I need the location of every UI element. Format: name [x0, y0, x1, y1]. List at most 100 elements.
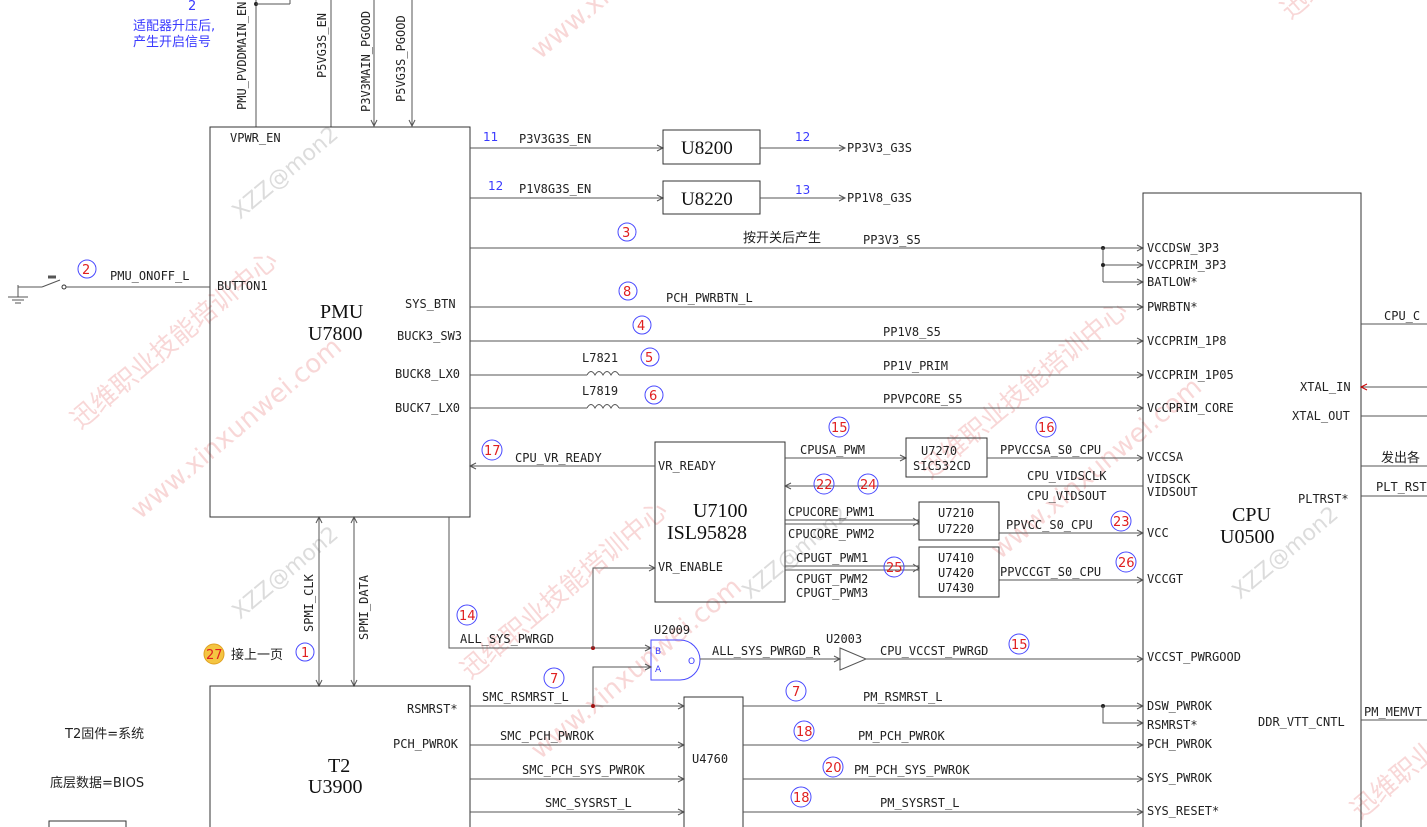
- net-cpu-vidsout: CPU_VIDSOUT: [1027, 489, 1106, 503]
- wire: [918, 546, 1000, 598]
- wire: [592, 666, 651, 706]
- note-bottom-data: 底层数据=BIOS: [50, 775, 144, 791]
- part-u8220: U8220: [681, 189, 733, 210]
- label: 18: [796, 725, 813, 740]
- note-issue-each: 发出各: [1381, 450, 1420, 466]
- wire: [618, 281, 638, 301]
- part-u2003: U2003: [826, 632, 862, 646]
- wire: [1102, 706, 1143, 724]
- wire: [456, 604, 478, 626]
- label: PCH_PWROK: [1147, 737, 1213, 751]
- label: 迅维职业技能培训中心: [1275, 0, 1427, 25]
- label: 24: [860, 478, 877, 493]
- net-cpucore-pwm1: CPUCORE_PWM1: [788, 505, 875, 519]
- pmu-u7800: VPWR_EN BUTTON1 SYS_BTN BUCK3_SW3 BUCK8_…: [209, 126, 471, 518]
- wire: [632, 315, 652, 335]
- wire: [662, 129, 761, 165]
- inductor-l7819: L7819: [582, 384, 618, 398]
- adapter-note-2: 产生开启信号: [133, 35, 211, 50]
- label: VR_ENABLE: [658, 560, 723, 574]
- wire: [1136, 244, 1145, 412]
- net-pm-memvtt: PM_MEMVT: [1364, 705, 1422, 719]
- wire: [61, 284, 67, 290]
- label: U7100: [693, 500, 747, 522]
- net-smc-pch-sys-pwrok: SMC_PCH_SYS_PWROK: [522, 763, 646, 777]
- wire: [912, 563, 920, 573]
- step-11: 11: [483, 130, 498, 144]
- net-ppvpcore-s5: PPVPCORE_S5: [883, 392, 962, 406]
- wire: [813, 473, 835, 495]
- note-t2-firmware: T2固件=系统: [64, 727, 144, 742]
- label: 5: [645, 351, 653, 366]
- label: VCCPRIM_1P05: [1147, 368, 1234, 382]
- power-button-switch[interactable]: [8, 275, 210, 304]
- net-pp1v-prim: PP1V_PRIM: [883, 359, 948, 373]
- wire: [838, 194, 847, 202]
- label: 8: [623, 285, 631, 300]
- label: BATLOW*: [1147, 275, 1198, 289]
- label: XTAL_OUT: [1292, 409, 1350, 423]
- net-plt-rst: PLT_RST: [1376, 480, 1427, 494]
- wire: [592, 567, 655, 648]
- label: SYS_RESET*: [1147, 804, 1219, 818]
- wire: [203, 643, 225, 665]
- step-12b: 12: [488, 179, 503, 193]
- wire: [48, 820, 127, 827]
- wire: [654, 441, 786, 603]
- label: VCCPRIM_3P3: [1147, 258, 1226, 272]
- wire: [209, 685, 471, 827]
- net-pm-sysrst: PM_SYSRST_L: [880, 796, 959, 810]
- wire: [1101, 263, 1105, 267]
- net-spmi-clk: SPMI_CLK: [302, 573, 316, 632]
- wire: [783, 482, 792, 490]
- wire: [481, 439, 503, 461]
- net-ppvcc-s0: PPVCC_S0_CPU: [1006, 518, 1093, 532]
- label: PCH_PWROK: [393, 737, 459, 751]
- label: BUCK8_LX0: [395, 367, 460, 381]
- net-all-sys-pwrgd-r: ALL_SYS_PWRGD_R: [712, 644, 821, 658]
- wire: [640, 347, 660, 367]
- net-cpugt-pwm1: CPUGT_PWM1: [796, 551, 868, 565]
- label: 26: [1118, 556, 1135, 571]
- label: XTAL_IN: [1300, 380, 1351, 394]
- label: VCCPRIM_CORE: [1147, 401, 1234, 415]
- label: RSMRST*: [407, 702, 458, 716]
- net-pmu-onoff: PMU_ONOFF_L: [110, 269, 189, 283]
- label: 25: [886, 561, 903, 576]
- label: 18: [793, 791, 810, 806]
- wire: [468, 462, 477, 470]
- net-cpu-vr-ready: CPU_VR_READY: [515, 451, 602, 465]
- wire: [408, 119, 416, 128]
- label: 16: [1038, 421, 1055, 436]
- wire: [644, 663, 653, 671]
- part-u7420: U7420: [938, 566, 974, 580]
- wire: [918, 501, 1000, 541]
- label: XZZ@mon2: [228, 522, 344, 625]
- wire: [912, 517, 920, 527]
- label: U3900: [308, 776, 362, 798]
- wire: [586, 371, 620, 377]
- part-u7410: U7410: [938, 551, 974, 565]
- wire: [77, 259, 97, 279]
- label: SYS_PWROK: [1147, 771, 1213, 785]
- wire: [591, 704, 595, 708]
- wire: [617, 222, 637, 242]
- net-cpu-vccst-pwrgd: CPU_VCCST_PWRGD: [880, 644, 988, 658]
- wire: [1136, 702, 1145, 816]
- net-pp3v3-g3s: PP3V3_G3S: [847, 141, 912, 155]
- part-u7270: U7270: [921, 444, 957, 458]
- label: 1: [301, 646, 309, 661]
- label: 迅维职业技能培训中心: [1345, 635, 1427, 825]
- net-cpugt-pwm2: CPUGT_PWM2: [796, 572, 868, 586]
- part-u7430: U7430: [938, 581, 974, 595]
- step-2: 2: [188, 0, 196, 14]
- label: O: [688, 657, 695, 667]
- label: 17: [484, 444, 501, 459]
- net-ppvccgt-s0: PPVCCGT_S0_CPU: [1000, 565, 1101, 579]
- part-sic532cd: SIC532CD: [913, 459, 971, 473]
- wire: [370, 119, 378, 128]
- label: VCCDSW_3P3: [1147, 241, 1219, 255]
- net-spmi-data: SPMI_DATA: [357, 574, 371, 640]
- label: 20: [825, 761, 842, 776]
